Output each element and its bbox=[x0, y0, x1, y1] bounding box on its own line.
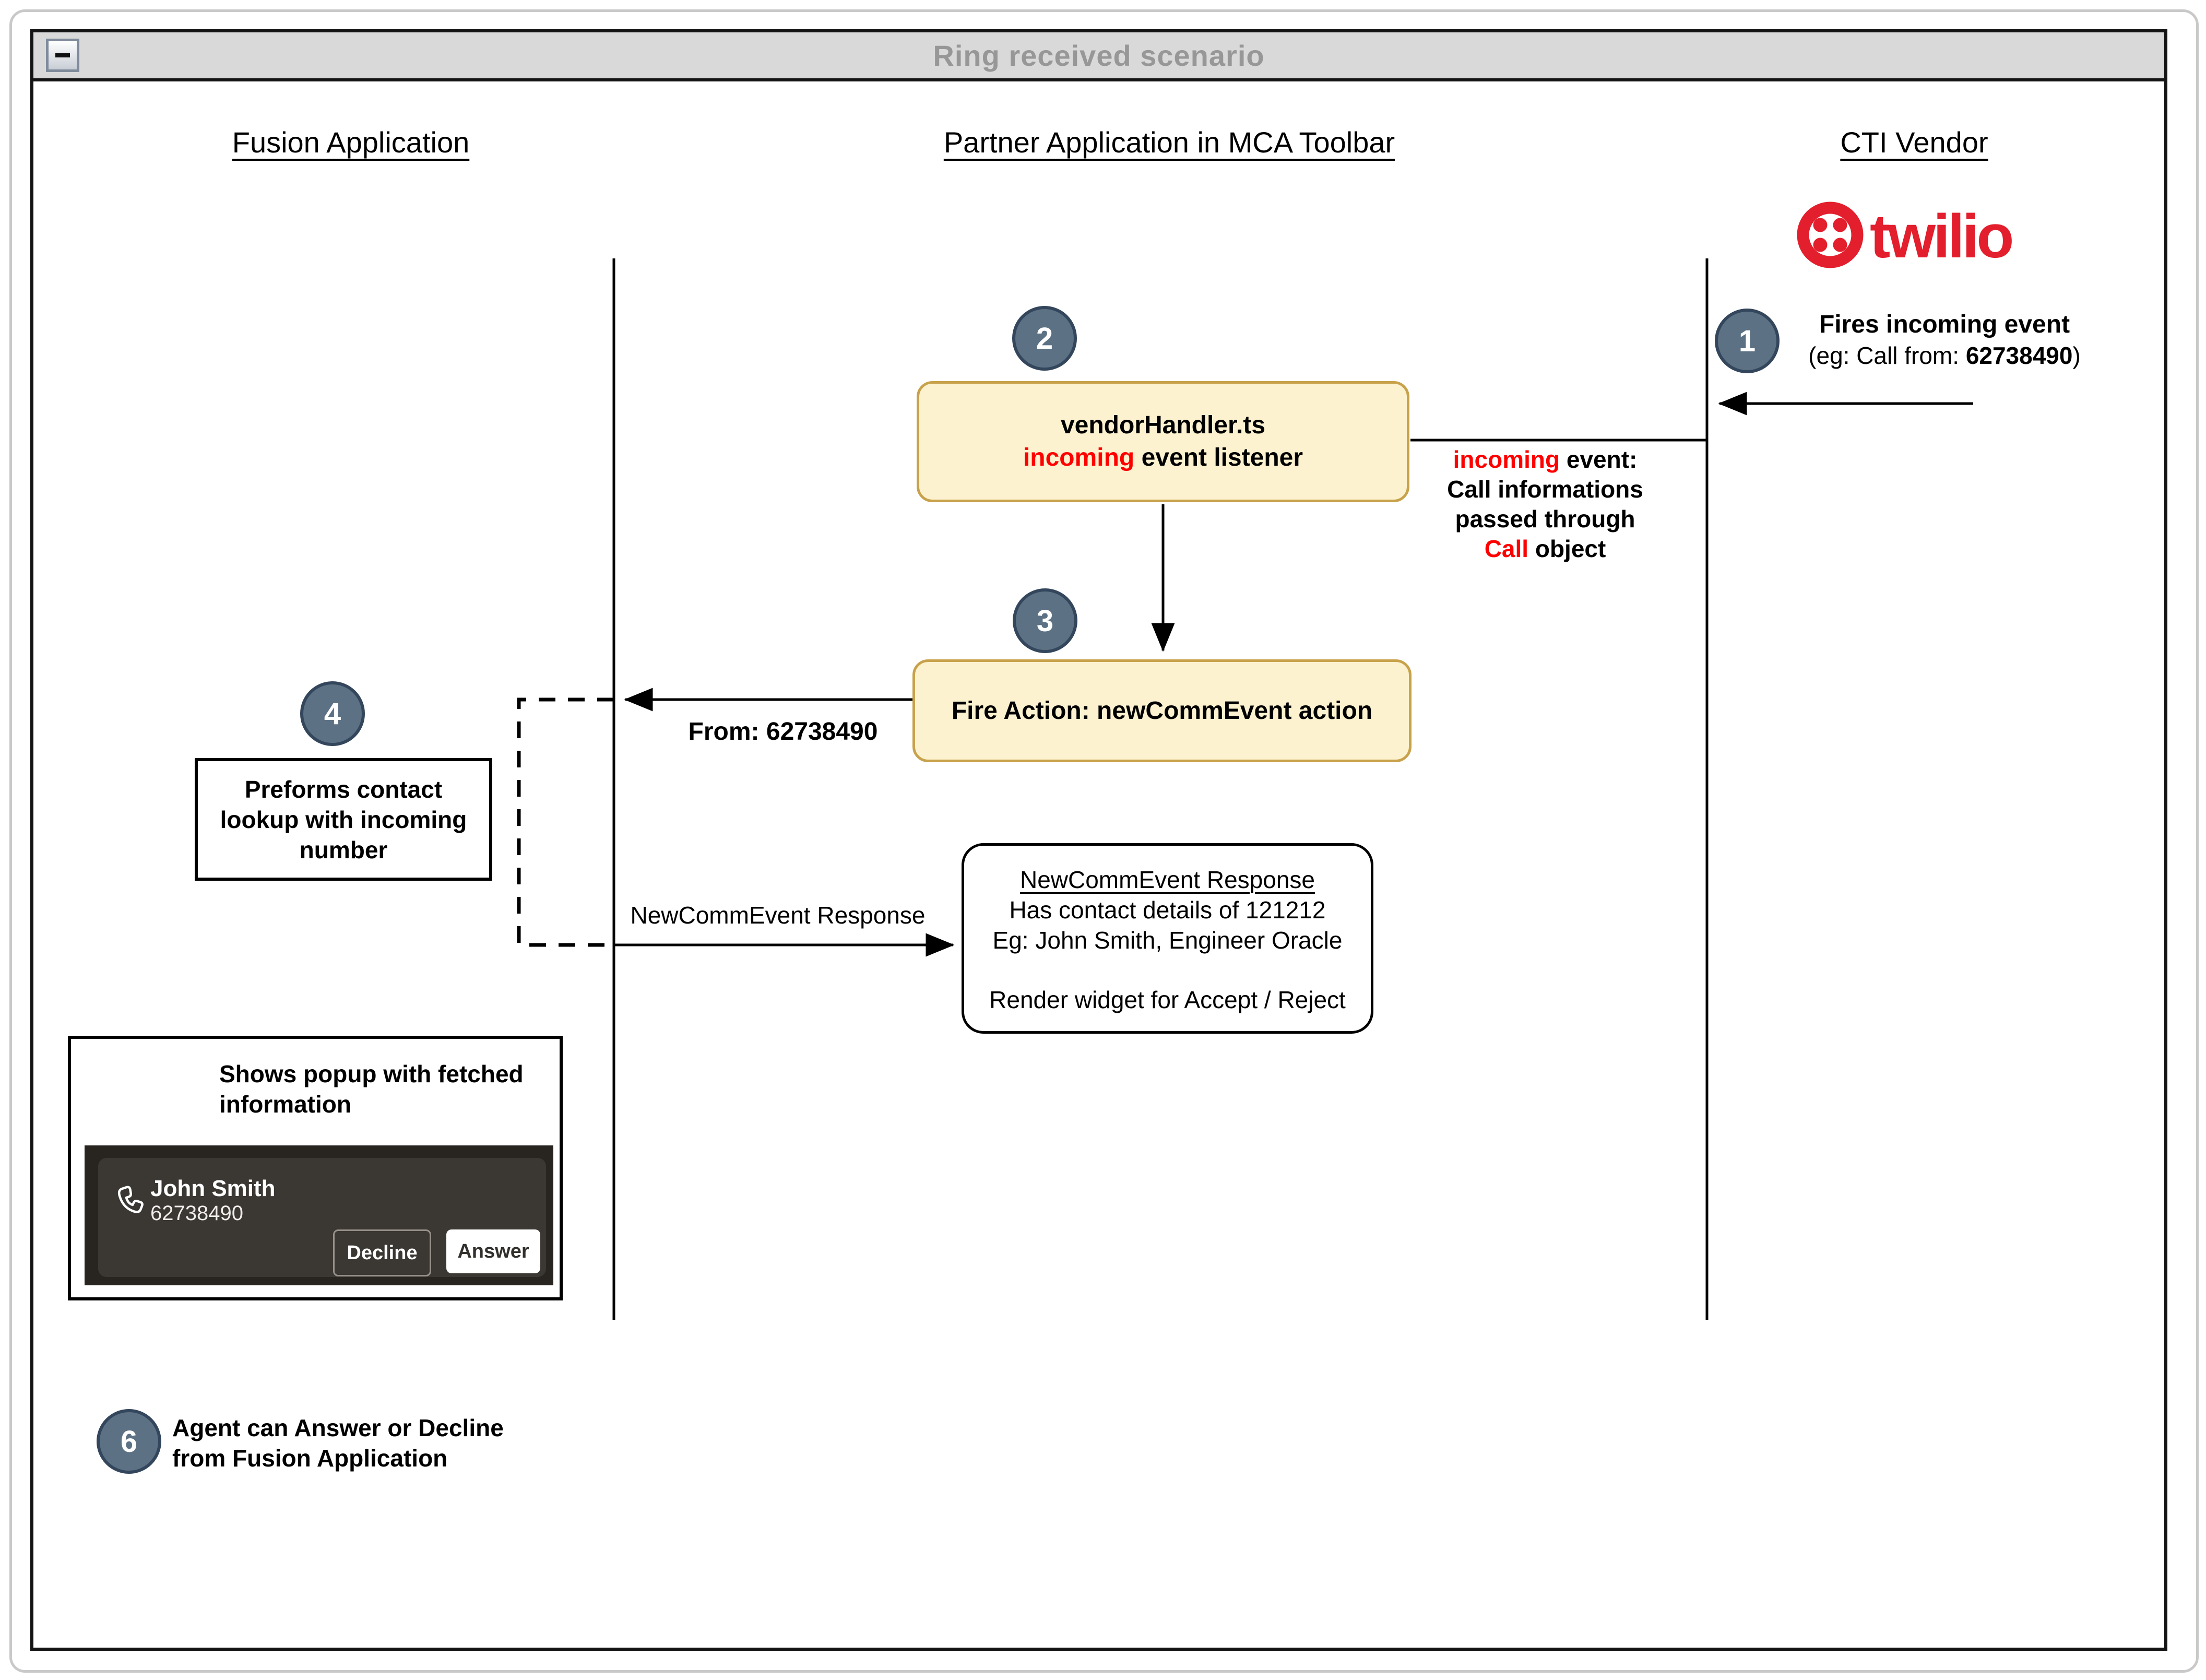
answer-button[interactable]: Answer bbox=[446, 1229, 540, 1273]
decline-button[interactable]: Decline bbox=[333, 1229, 431, 1276]
call-popup bbox=[85, 1145, 553, 1285]
step-1-note: Fires incoming event (eg: Call from: 627… bbox=[1775, 309, 2114, 371]
incoming-event-note: incoming event: Call informations passed… bbox=[1447, 446, 1643, 562]
vendor-handler-box: vendorHandler.ts incoming event listener bbox=[917, 381, 1409, 502]
title-bar: Ring received scenario bbox=[30, 29, 2167, 81]
step-5-heading: Shows popup with fetched information bbox=[219, 1060, 524, 1118]
twilio-wordmark: twilio bbox=[1870, 202, 2012, 271]
twilio-ring-icon bbox=[1797, 202, 1864, 268]
step-1-eg-prefix: (eg: Call from: bbox=[1808, 342, 1966, 369]
step-4-badge: 4 bbox=[300, 681, 365, 746]
step-6-text: Agent can Answer or Decline from Fusion … bbox=[172, 1414, 504, 1472]
column-header-cti-vendor: CTI Vendor bbox=[1840, 126, 1988, 159]
twilio-logo: twilio bbox=[1790, 193, 2041, 277]
column-header-fusion-application: Fusion Application bbox=[232, 126, 470, 159]
minimize-icon bbox=[55, 53, 70, 57]
newcommevent-response-box: NewCommEvent Response Has contact detail… bbox=[962, 843, 1373, 1034]
response-box-line2: Eg: John Smith, Engineer Oracle bbox=[992, 927, 1343, 954]
step-6-badge: 6 bbox=[97, 1409, 161, 1474]
page-border bbox=[9, 9, 2199, 1673]
step-1-title: Fires incoming event bbox=[1819, 311, 2070, 338]
newcommevent-response-label: NewCommEvent Response bbox=[630, 902, 926, 929]
fire-action-box: Fire Action: newCommEvent action bbox=[912, 659, 1412, 762]
window-title: Ring received scenario bbox=[933, 39, 1265, 72]
minimize-button[interactable] bbox=[46, 39, 79, 72]
vendor-handler-line2: incoming event listener bbox=[1023, 444, 1303, 471]
response-box-line1: Has contact details of 121212 bbox=[1009, 896, 1326, 924]
response-box-title: NewCommEvent Response bbox=[1019, 866, 1315, 893]
fire-action-label: Fire Action: newCommEvent action bbox=[951, 696, 1373, 725]
step-1-eg-suffix: ) bbox=[2072, 342, 2081, 369]
step-1-eg-number: 62738490 bbox=[1965, 342, 2073, 369]
step-3-badge: 3 bbox=[1013, 588, 1077, 653]
column-header-partner-application: Partner Application in MCA Toolbar bbox=[943, 126, 1395, 159]
caller-name: John Smith bbox=[150, 1176, 276, 1201]
step-2-badge: 2 bbox=[1012, 306, 1077, 371]
contact-lookup-box: Preforms contact lookup with incoming nu… bbox=[195, 758, 492, 881]
vendor-handler-line1: vendorHandler.ts bbox=[1060, 411, 1266, 439]
step-1-badge: 1 bbox=[1715, 309, 1780, 373]
response-box-line3: Render widget for Accept / Reject bbox=[989, 986, 1346, 1013]
phone-icon bbox=[111, 1181, 144, 1214]
caller-number: 62738490 bbox=[150, 1202, 243, 1225]
response-box-spacer bbox=[964, 955, 1371, 985]
from-number-label: From: 62738490 bbox=[688, 718, 878, 746]
